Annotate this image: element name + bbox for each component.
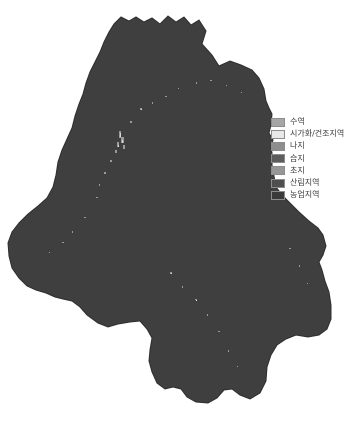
legend-swatch xyxy=(271,129,285,139)
legend-item-urban: 시가화/건조지역 xyxy=(271,128,364,140)
legend-label: 시가화/건조지역 xyxy=(290,129,345,139)
legend-item-water: 수역 xyxy=(271,116,364,128)
region-shape xyxy=(7,15,332,404)
legend-swatch xyxy=(271,141,285,151)
legend-label: 산림지역 xyxy=(290,178,320,188)
legend-swatch xyxy=(271,178,285,188)
legend-item-agriculture: 농업지역 xyxy=(271,189,364,201)
legend-label: 초지 xyxy=(290,165,305,175)
legend-label: 농업지역 xyxy=(290,190,320,200)
map-legend: 수역 시가화/건조지역 나지 습지 초지 산림지역 농업지역 xyxy=(271,116,364,201)
legend-swatch xyxy=(271,166,285,176)
legend-label: 나지 xyxy=(290,141,305,151)
legend-label: 수역 xyxy=(290,117,305,127)
legend-swatch xyxy=(271,154,285,164)
legend-item-wetland: 습지 xyxy=(271,153,364,165)
legend-label: 습지 xyxy=(290,153,305,163)
legend-item-barren: 나지 xyxy=(271,140,364,152)
land-cover-patches-light xyxy=(118,109,197,301)
legend-item-forest: 산림지역 xyxy=(271,177,364,189)
legend-item-grassland: 초지 xyxy=(271,165,364,177)
legend-swatch xyxy=(271,190,285,200)
legend-swatch xyxy=(271,117,285,127)
